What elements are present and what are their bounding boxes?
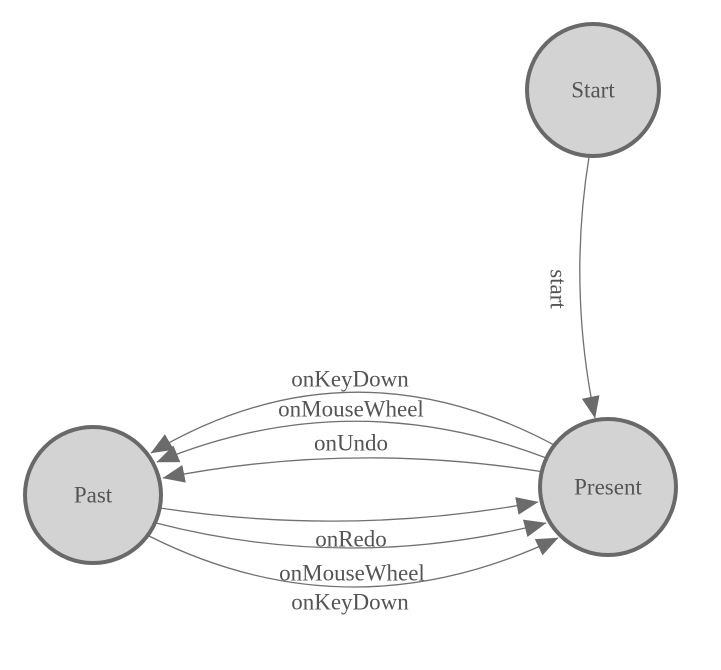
- edges-layer: startonKeyDownonMouseWheelonUndoonRedoon…: [148, 156, 600, 615]
- edge-label-present-past-onundo: onUndo: [314, 431, 388, 456]
- edge-present-past-onundo[interactable]: [162, 457, 545, 483]
- node-start[interactable]: [525, 22, 661, 158]
- edge-label-start-to-present: start: [546, 269, 571, 309]
- edge-start-to-present[interactable]: [579, 156, 600, 419]
- node-present[interactable]: [538, 417, 678, 557]
- edge-present-past-onmousewheel[interactable]: [156, 420, 550, 463]
- edge-label-present-past-onkeydown: onKeyDown: [291, 367, 409, 392]
- edge-past-present-onmousewheel[interactable]: [155, 519, 547, 549]
- edge-present-past-onkeydown[interactable]: [150, 391, 557, 454]
- node-past[interactable]: [23, 425, 163, 565]
- edge-past-present-onredo[interactable]: [159, 497, 539, 522]
- edge-label-past-present-onmousewheel: onMouseWheel: [279, 561, 425, 586]
- edge-label-past-present-onkeydown: onKeyDown: [291, 590, 409, 615]
- edge-label-present-past-onmousewheel: onMouseWheel: [278, 397, 424, 422]
- edge-past-present-onkeydown[interactable]: [148, 535, 559, 588]
